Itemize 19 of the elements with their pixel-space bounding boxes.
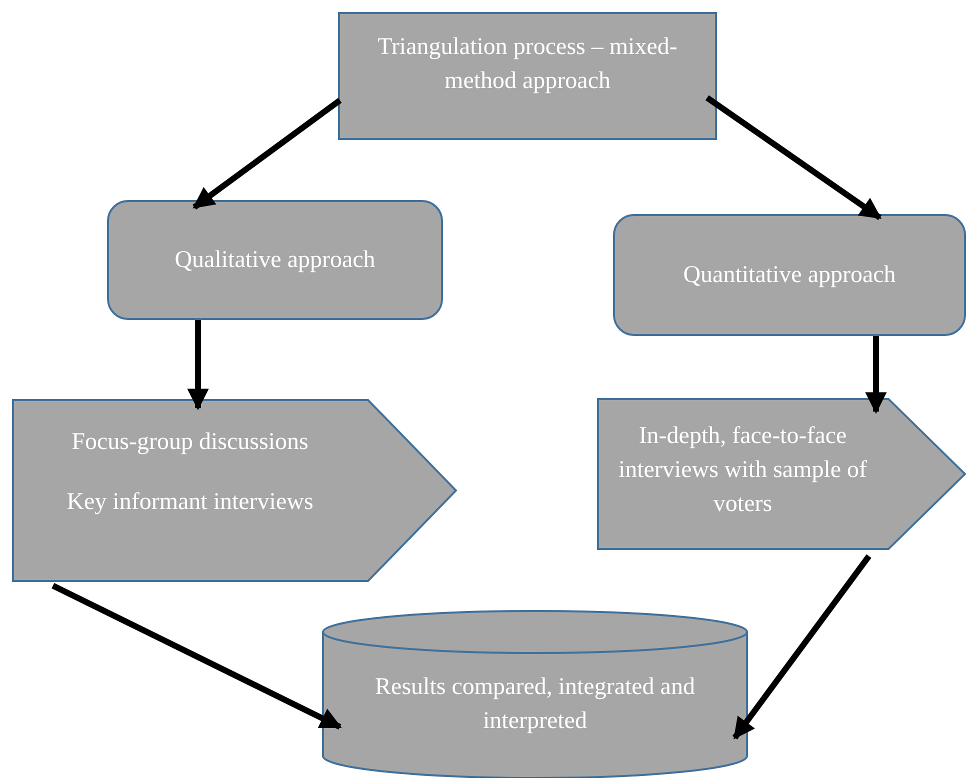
- process-box: [338, 12, 717, 140]
- node-text: Quantitative approach: [683, 261, 896, 290]
- rounded-box: [613, 214, 966, 336]
- node-text: Focus-group discussions: [72, 428, 308, 457]
- node-text: Triangulation process – mixed-method approach: [376, 33, 678, 96]
- arrow: [865, 336, 887, 414]
- arrow: [732, 554, 872, 740]
- arrow: [192, 98, 342, 210]
- node-text: Qualitative approach: [174, 246, 376, 275]
- node-text: Key informant interviews: [66, 488, 314, 517]
- arrow: [52, 582, 342, 730]
- pentagon-arrow-shape: [12, 399, 457, 582]
- arrow: [187, 320, 209, 410]
- cylinder-shape: [322, 610, 748, 778]
- rounded-box: [107, 200, 443, 320]
- node-text: Results compared, integrated and interpreted: [374, 673, 696, 736]
- node-text: In-depth, face-to-face interviews with sample of voters: [617, 422, 868, 519]
- pentagon-arrow-shape: [597, 398, 966, 550]
- arrow: [705, 95, 882, 220]
